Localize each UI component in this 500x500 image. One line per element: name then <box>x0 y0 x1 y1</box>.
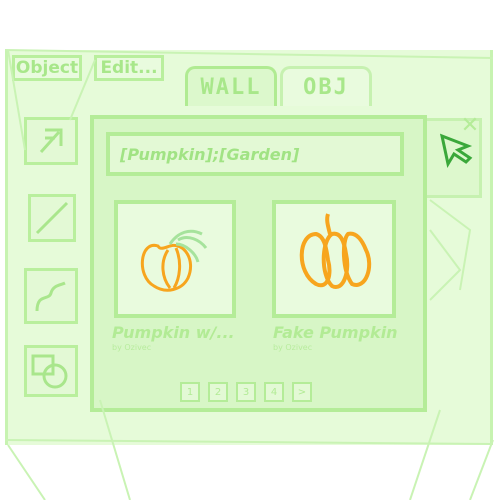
shapes-tool-button[interactable] <box>24 345 78 397</box>
search-input[interactable]: [Pumpkin];[Garden] <box>106 132 404 176</box>
item-card-thumbnail[interactable] <box>272 200 396 318</box>
object-menu-label: Object <box>15 58 79 78</box>
object-menu-button[interactable]: Object <box>12 55 82 81</box>
item-card-thumbnail[interactable] <box>114 200 236 318</box>
tab-obj-label: OBJ <box>303 75 349 100</box>
item-author: by Ozivec <box>273 343 313 352</box>
page-label: 1 <box>186 386 194 398</box>
item-title: Pumpkin w/... <box>112 323 235 342</box>
curve-tool-button[interactable] <box>24 268 78 324</box>
item-title: Fake Pumpkin <box>273 323 398 342</box>
next-page-label: > <box>297 386 307 398</box>
tab-wall-label: WALL <box>200 75 262 100</box>
next-page-button[interactable]: > <box>292 382 312 402</box>
shapes-icon <box>31 354 68 389</box>
arrow-icon <box>39 128 63 154</box>
page-label: 3 <box>242 386 250 398</box>
page-button-1[interactable]: 1 <box>180 382 200 402</box>
cursor-icon <box>439 133 473 169</box>
edit-menu-label: Edit... <box>100 58 158 78</box>
pagination: 1 2 3 4 > <box>180 382 312 402</box>
curve-icon <box>35 281 66 312</box>
pumpkin-icon <box>140 229 208 292</box>
edit-menu-button[interactable]: Edit... <box>94 55 164 81</box>
line-icon <box>35 201 69 235</box>
close-icon[interactable]: ✕ <box>460 113 480 138</box>
page-label: 2 <box>214 386 222 398</box>
page-button-2[interactable]: 2 <box>208 382 228 402</box>
pumpkin-icon <box>299 213 372 289</box>
search-input-value: [Pumpkin];[Garden] <box>120 144 300 164</box>
tab-wall[interactable]: WALL <box>185 66 277 106</box>
line-tool-button[interactable] <box>28 194 76 242</box>
page-button-4[interactable]: 4 <box>264 382 284 402</box>
tab-obj[interactable]: OBJ <box>280 66 372 106</box>
item-author: by Ozivec <box>112 343 152 352</box>
arrow-tool-button[interactable] <box>24 117 78 165</box>
page-button-3[interactable]: 3 <box>236 382 256 402</box>
page-label: 4 <box>270 386 278 398</box>
